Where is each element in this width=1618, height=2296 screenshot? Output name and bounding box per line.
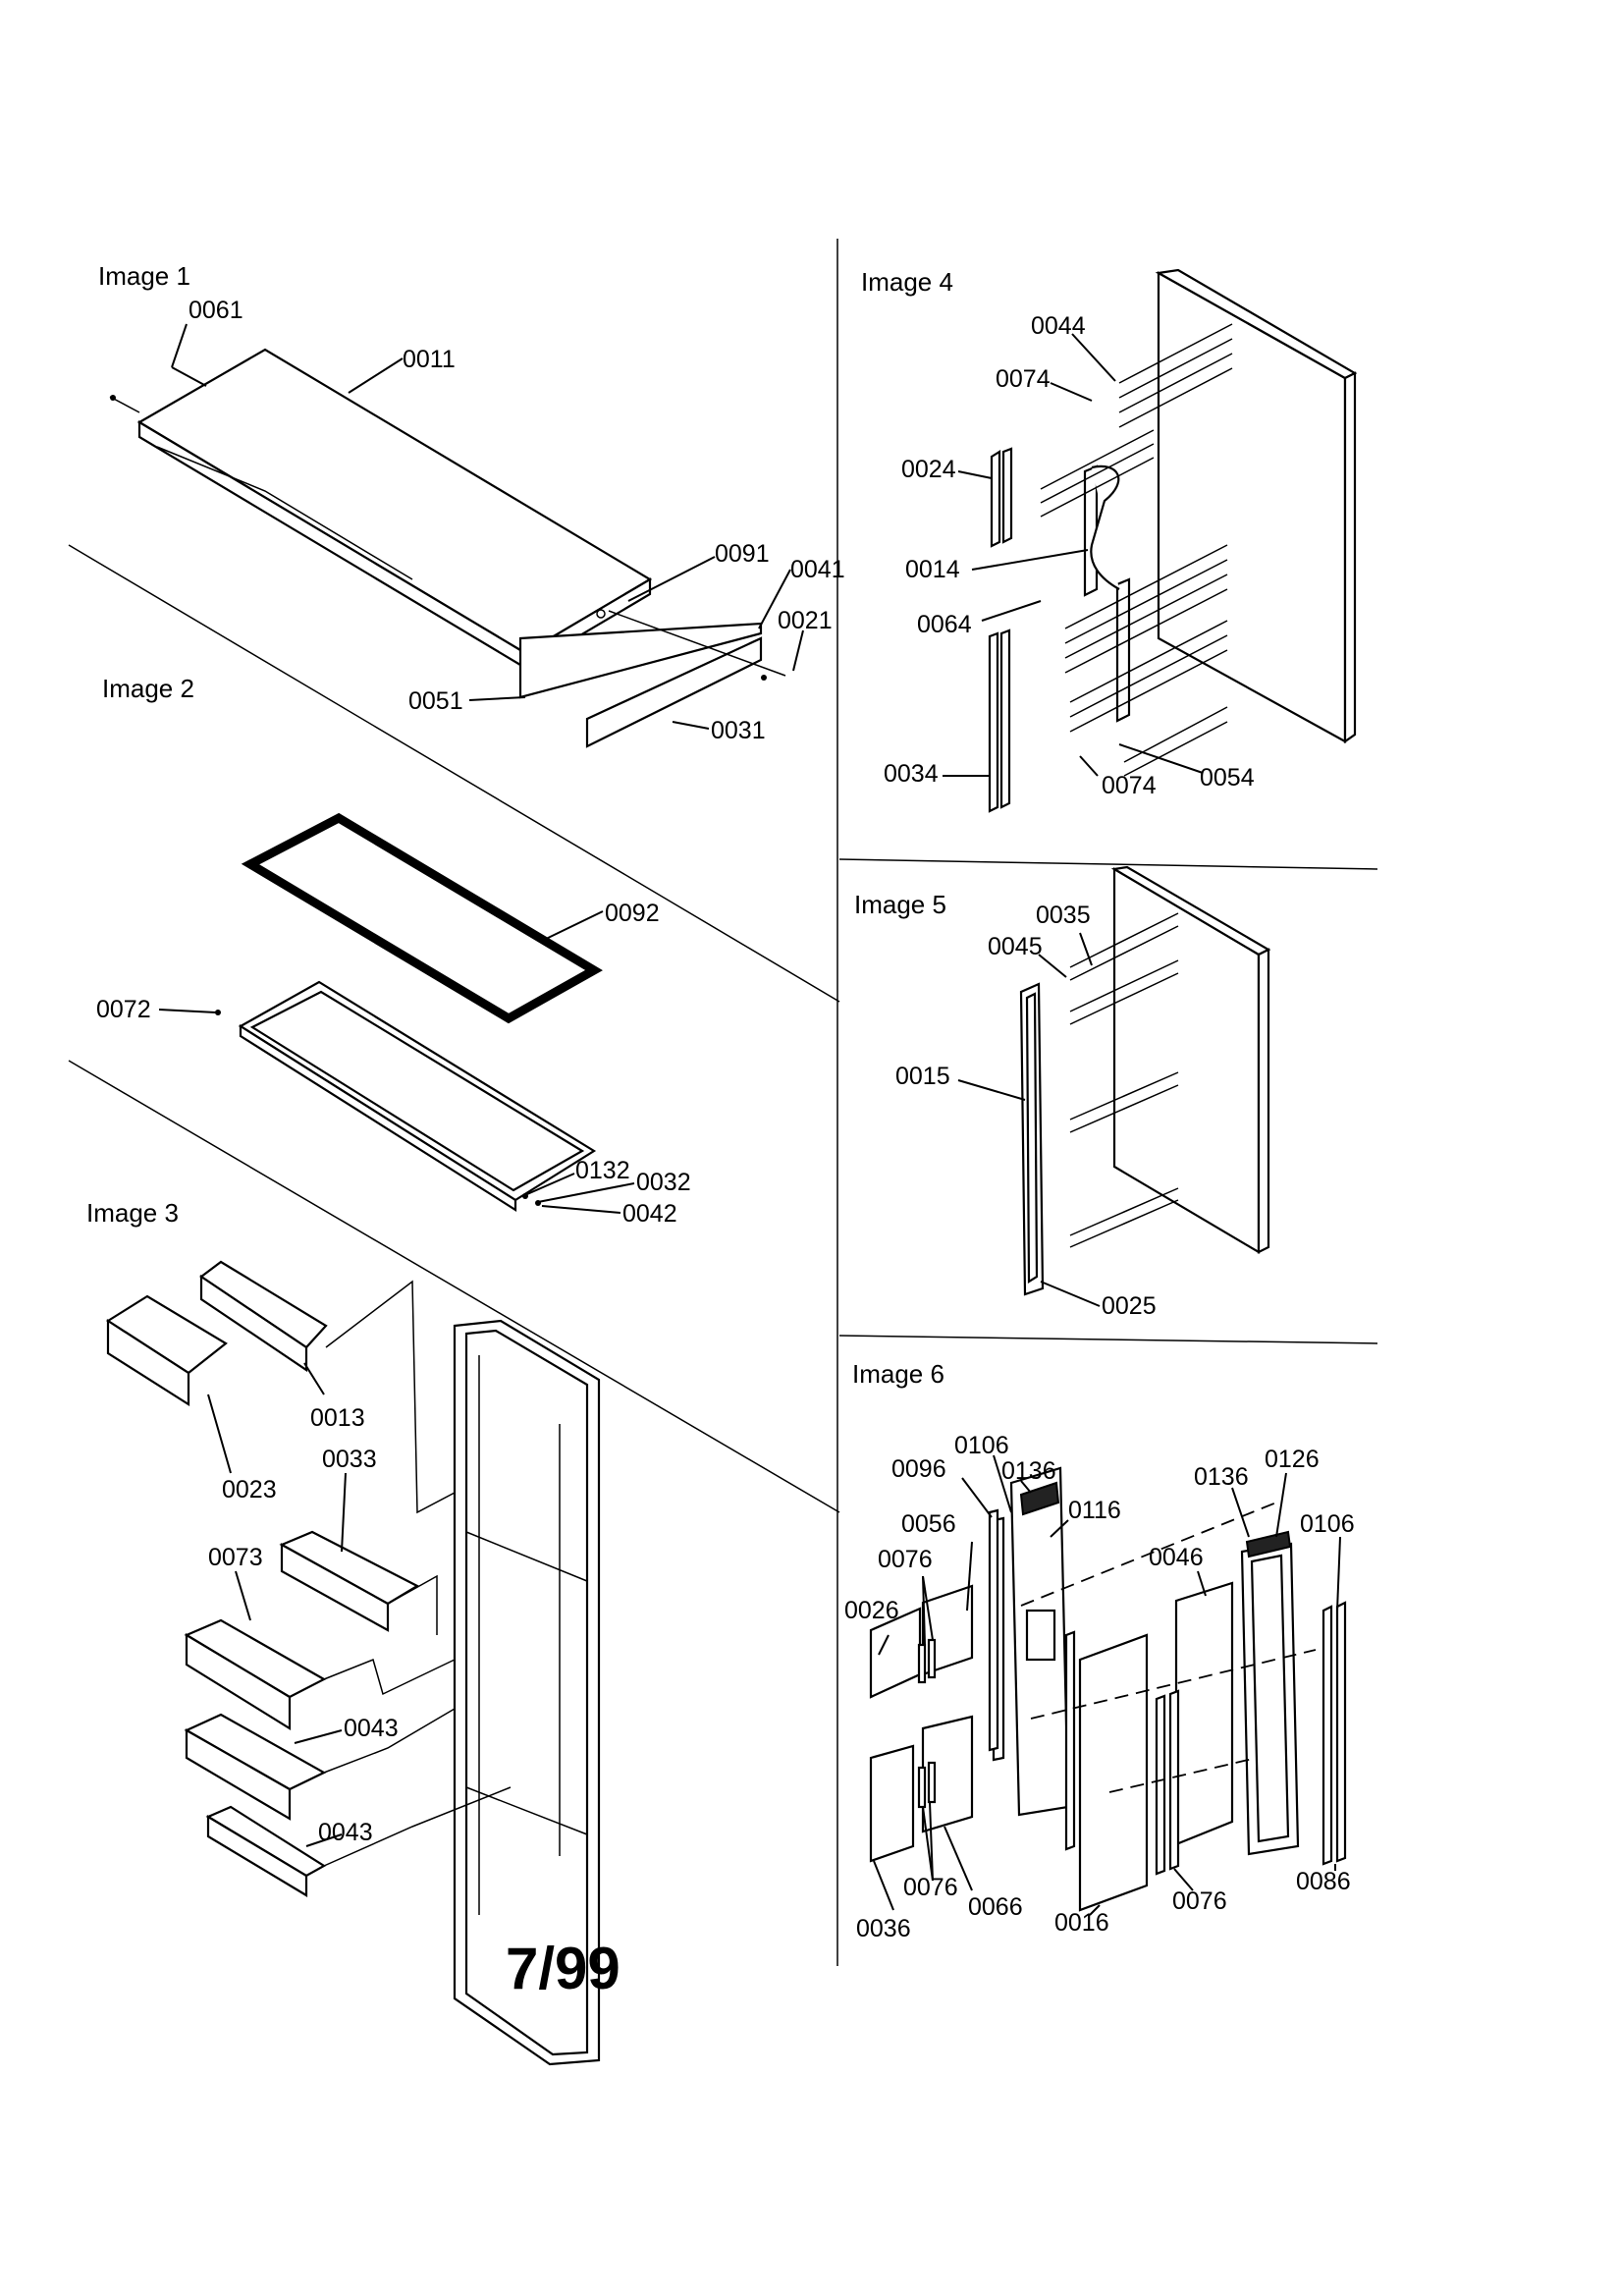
callout-0072: 0072 [96,996,151,1023]
callout-0043-a: 0043 [344,1715,399,1742]
callout-0036: 0036 [856,1915,911,1942]
callout-0136-a: 0136 [1001,1457,1056,1485]
callout-0126: 0126 [1265,1446,1320,1473]
callout-0091: 0091 [715,540,770,568]
callout-0076-c: 0076 [1172,1887,1227,1915]
callout-0035: 0035 [1036,902,1091,929]
callout-0031: 0031 [711,717,766,744]
callout-0054: 0054 [1200,764,1255,792]
callout-0116: 0116 [1068,1497,1121,1524]
callout-0044: 0044 [1031,312,1086,340]
callout-0092: 0092 [605,900,660,927]
callout-0016: 0016 [1054,1909,1109,1937]
callout-0014: 0014 [905,556,960,583]
footer-date: 7/99 [506,1936,620,2001]
callout-0051: 0051 [408,687,463,715]
image1-drawing [109,348,786,748]
callout-0032: 0032 [636,1169,691,1196]
callout-0011: 0011 [403,346,456,373]
image1-leaders [171,323,804,730]
callout-0136-b: 0136 [1194,1463,1249,1491]
callout-0076-b: 0076 [903,1874,958,1901]
callout-0025: 0025 [1102,1292,1157,1320]
image5-drawing [1019,865,1271,1296]
callout-0023: 0023 [222,1476,277,1503]
image2-leaders [158,910,635,1214]
callout-0045: 0045 [988,933,1043,960]
image4-drawing [988,268,1358,813]
image3-drawing [105,1260,601,2066]
image3-leaders [207,1362,347,1847]
callout-0106-a: 0106 [954,1432,1009,1459]
callout-0132: 0132 [575,1157,630,1184]
callout-0073: 0073 [208,1544,263,1571]
callout-0042: 0042 [622,1200,677,1228]
callout-0086: 0086 [1296,1868,1351,1895]
image4-leaders [943,333,1204,777]
callout-0056: 0056 [901,1510,956,1538]
callout-0066: 0066 [968,1893,1023,1921]
callout-0015: 0015 [895,1063,950,1090]
callout-0096: 0096 [891,1455,946,1483]
image6-drawing [869,1466,1347,1912]
callout-0064: 0064 [917,611,972,638]
callout-0106-b: 0106 [1300,1510,1355,1538]
callout-0074-a: 0074 [996,365,1051,393]
callout-0076-a: 0076 [878,1546,933,1573]
callout-0033: 0033 [322,1446,377,1473]
callout-0041: 0041 [790,556,845,583]
callout-0026: 0026 [844,1597,899,1624]
callout-0061: 0061 [189,297,243,324]
section-dividers [68,239,1378,1966]
callout-0013: 0013 [310,1404,365,1432]
image2-drawing [215,812,603,1212]
image5-leaders [957,932,1101,1307]
callout-0043-b: 0043 [318,1819,373,1846]
image4-title: Image 4 [861,267,953,297]
callout-0074-b: 0074 [1102,772,1157,799]
image3-title: Image 3 [86,1198,179,1228]
callout-0024: 0024 [901,456,956,483]
image6-title: Image 6 [852,1359,944,1389]
callout-0034: 0034 [884,760,939,788]
image6-leaders [873,1454,1341,1916]
callout-0046: 0046 [1149,1544,1204,1571]
image2-title: Image 2 [102,674,194,703]
callout-0021: 0021 [778,607,833,634]
image1-title: Image 1 [98,261,190,291]
image5-title: Image 5 [854,890,946,919]
